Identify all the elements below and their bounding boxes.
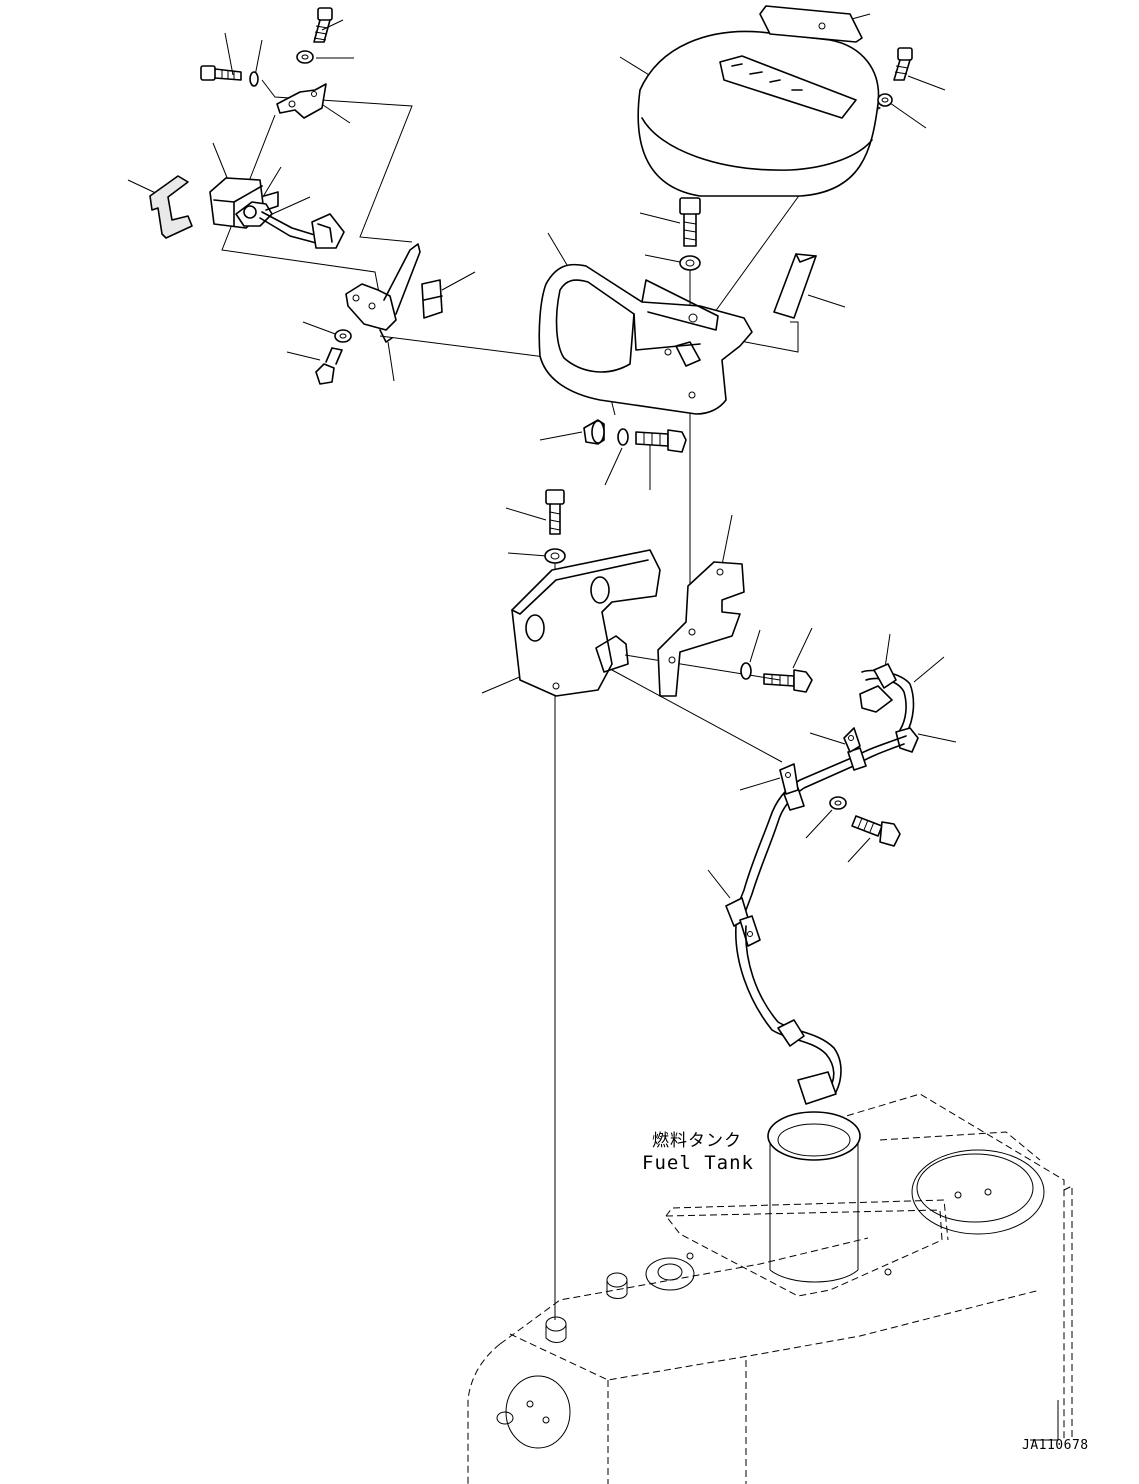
base-bracket-left [511, 549, 661, 697]
rubber-pad-left [421, 279, 443, 319]
bolt-harness [851, 815, 901, 847]
washer-lower-left [544, 548, 566, 564]
bolt-left-horizontal [200, 65, 242, 81]
wire-harness [725, 663, 919, 1105]
washer-center [679, 255, 701, 271]
drawing-code: JA110678 [1022, 1438, 1089, 1453]
cover-housing [637, 30, 880, 197]
washer-grommet [617, 428, 629, 446]
grommet [583, 419, 605, 445]
base-bracket-right [657, 561, 745, 697]
rubber-pad-right [773, 253, 817, 319]
bracket-l-shape [149, 175, 193, 239]
bolt-center-vertical [679, 197, 701, 247]
bolt-right-mid [763, 669, 813, 693]
cover-plate-top [759, 5, 863, 43]
fuel-tank [467, 1093, 1073, 1484]
washer-top-left-b [296, 50, 314, 64]
bolt-top-right [893, 47, 913, 81]
bolt-top-left [313, 7, 333, 43]
fuel-tank-label-en: Fuel Tank [642, 1152, 754, 1174]
washer-left-mid [334, 329, 352, 343]
switch-assembly [209, 177, 345, 249]
bolt-left-mid [315, 347, 343, 385]
washer-top-right [877, 93, 893, 107]
washer-right-mid [740, 662, 752, 680]
link-plate [345, 243, 421, 343]
bracket-small-top [276, 83, 327, 119]
mounting-bracket-main [538, 263, 753, 415]
bolt-lower-left [545, 489, 565, 535]
bolt-grommet [635, 429, 687, 453]
fuel-tank-label-jp: 燃料タンク [652, 1131, 742, 1151]
washer-top-left-a [249, 71, 259, 87]
